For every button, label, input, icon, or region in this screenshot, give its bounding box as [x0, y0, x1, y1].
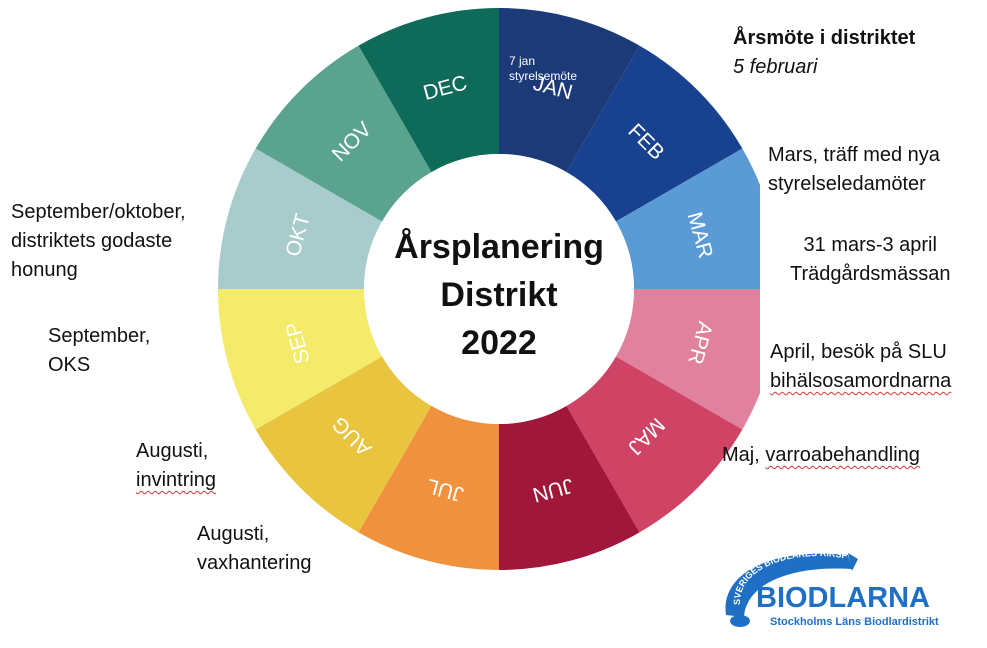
wheel-center [364, 154, 634, 424]
note-mars-traff-line-1: Mars, träff med nya [768, 144, 940, 166]
note-aug2-line-1: Augusti, [197, 523, 270, 545]
segment-dec [358, 8, 499, 173]
segment-jan [499, 8, 640, 173]
note-aug2-line-2: vaxhantering [197, 552, 312, 574]
segment-okt [218, 148, 383, 289]
note-mars-traff-line-2: styrelseledamöter [768, 173, 926, 195]
segment-jul [358, 405, 499, 570]
bee-icon [730, 615, 750, 627]
note-augusti-vaxhantering: Augusti, vaxhantering [197, 520, 312, 578]
note-sepokt-line-3: honung [11, 259, 78, 281]
jan-note-line-1: 7 jan [509, 54, 535, 68]
note-sepokt-line-2: distriktets godaste [11, 230, 173, 252]
note-maj: Maj, varroabehandling [722, 441, 920, 470]
note-sep-line-2: OKS [48, 354, 91, 376]
segment-apr [615, 289, 760, 430]
note-aug1-line-2: invintring [136, 469, 217, 491]
note-tradgardsmassan: 31 mars-3 april Trädgårdsmässan [790, 231, 950, 289]
note-sepokt-line-1: September/oktober, [11, 201, 186, 223]
center-title-line-3: 2022 [461, 324, 537, 362]
jan-note-line-2: styrelsemöte [509, 69, 577, 83]
segment-maj [566, 356, 743, 533]
logo-subtitle: Stockholms Läns Biodlardistrikt [770, 616, 939, 628]
note-februari-date: 5 februari [733, 56, 818, 78]
segment-mar [615, 148, 760, 289]
note-september-oks: September, OKS [48, 322, 150, 380]
segment-aug [255, 356, 432, 533]
note-april: April, besök på SLU bihälsosamordnarna [770, 338, 951, 396]
note-tradgardsmassan-line-1: 31 mars-3 april [803, 234, 937, 256]
note-april-line-1: April, besök på SLU [770, 341, 947, 363]
note-mars-traff: Mars, träff med nya styrelseledamöter [768, 141, 940, 199]
logo-name: BIODLARNA [756, 582, 930, 614]
biodlarna-logo: SVERIGES BIODLARES RIKSFÖRBUND BIODLARNA… [718, 545, 939, 628]
note-maj-word: varroabehandling [765, 444, 920, 466]
note-september-oktober: September/oktober, distriktets godaste h… [11, 198, 186, 285]
note-sep-line-1: September, [48, 325, 151, 347]
logo-ribbon-tail [848, 553, 858, 571]
note-aug1-line-1: Augusti, [136, 440, 209, 462]
segment-sep [218, 289, 383, 430]
note-februari-title: Årsmöte i distriktet [733, 27, 916, 49]
note-april-line-2: bihälsosamordnarna [770, 370, 952, 392]
center-title-line-2: Distrikt [440, 276, 557, 314]
segment-feb [566, 45, 743, 222]
note-februari: Årsmöte i distriktet 5 februari [733, 24, 915, 82]
segment-nov [255, 45, 432, 222]
note-maj-prefix: Maj, [722, 444, 766, 466]
logo-ribbon [725, 553, 852, 617]
note-augusti-invintring: Augusti, invintring [136, 437, 216, 495]
note-tradgardsmassan-line-2: Trädgårdsmässan [790, 263, 951, 285]
center-title-line-1: Årsplanering [394, 228, 604, 266]
segment-jun [499, 405, 640, 570]
